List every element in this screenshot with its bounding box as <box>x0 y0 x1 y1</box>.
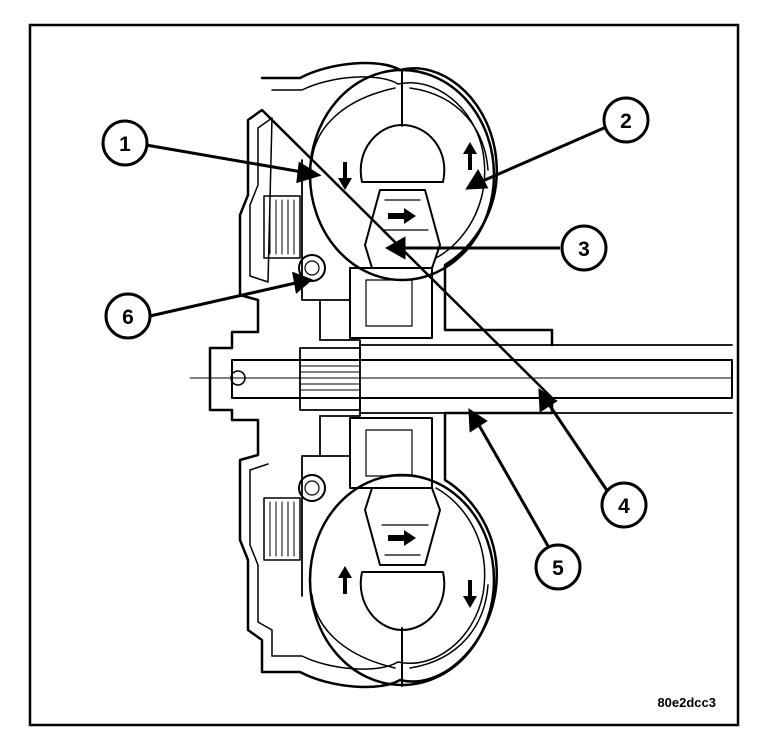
leader-4 <box>544 399 610 493</box>
leader-1-head <box>296 161 322 184</box>
figure-frame <box>28 23 740 727</box>
callout-label: 5 <box>552 557 564 580</box>
damper-spring-upper-core <box>304 260 320 276</box>
leader-5-head <box>468 408 488 433</box>
shaft-hub <box>299 347 361 411</box>
leader-6-head <box>292 271 313 294</box>
lower-stator-vane <box>381 524 429 556</box>
leader-2 <box>477 126 605 185</box>
flow-arrow-upper-right <box>463 142 477 170</box>
callout-label: 2 <box>620 110 632 133</box>
flow-arrow-lower-right <box>463 580 477 608</box>
callout-label: 3 <box>578 238 590 261</box>
upper-torus-inner <box>359 124 446 183</box>
shaft-splines <box>299 365 361 391</box>
upper-blade-left <box>311 87 396 161</box>
callout-label: 1 <box>119 133 131 156</box>
flow-arrows <box>338 142 477 608</box>
callouts: 1 2 3 4 5 6 <box>101 96 650 591</box>
leader-5 <box>474 419 550 547</box>
callout-4: 4 <box>600 481 648 529</box>
lower-hub-inner <box>365 429 413 477</box>
clutch-piston <box>301 159 321 597</box>
callout-circle <box>560 224 608 272</box>
leader-4-head <box>538 388 558 413</box>
housing-inner-outline <box>249 76 486 670</box>
callout-3: 3 <box>560 224 608 272</box>
housing-outline <box>208 61 554 689</box>
callout-label: 4 <box>618 495 630 518</box>
callout-1: 1 <box>101 119 149 167</box>
converter-drawing <box>189 61 733 689</box>
damper-spring-lower-core <box>304 480 320 496</box>
leader-3-head <box>384 236 406 260</box>
lower-torus-inner <box>359 571 446 631</box>
callout-label: 6 <box>122 306 134 329</box>
damper-spring-upper <box>298 254 326 282</box>
turbine-hub <box>319 299 361 457</box>
pilot-end <box>230 370 246 386</box>
callout-circle <box>104 292 152 340</box>
callout-circle <box>534 543 582 591</box>
damper-spring-lower <box>298 474 326 502</box>
leader-6 <box>149 280 301 318</box>
leader-1 <box>145 143 309 175</box>
flow-arrow-lower-left <box>338 566 352 594</box>
lower-stator <box>364 487 441 566</box>
lower-clutch-pack <box>263 497 301 561</box>
stator-shaft <box>359 344 733 414</box>
upper-hub-block <box>349 267 433 339</box>
leader-2-head <box>465 169 489 190</box>
callout-circle <box>101 119 149 167</box>
upper-clutch-plates <box>269 199 295 255</box>
callout-5: 5 <box>534 543 582 591</box>
callout-2: 2 <box>602 96 650 144</box>
figure-id: 80e2dcc3 <box>657 695 716 710</box>
upper-clutch-pack <box>263 195 301 259</box>
flow-arrow-lower-stator <box>388 530 416 546</box>
input-shaft <box>231 359 733 399</box>
flow-arrow-upper-stator <box>388 208 416 224</box>
flow-arrow-upper-left <box>338 162 352 190</box>
lower-hub-block <box>349 417 433 489</box>
lower-blade-right <box>409 584 489 669</box>
lower-blade-left <box>311 594 396 669</box>
upper-stator-vane <box>381 199 429 231</box>
callout-circle <box>602 96 650 144</box>
leader-lines <box>145 126 610 547</box>
upper-blade-right <box>409 87 489 171</box>
callout-circle <box>600 481 648 529</box>
callout-6: 6 <box>104 292 152 340</box>
lower-clutch-plates <box>269 501 295 557</box>
upper-hub-inner <box>365 279 413 327</box>
